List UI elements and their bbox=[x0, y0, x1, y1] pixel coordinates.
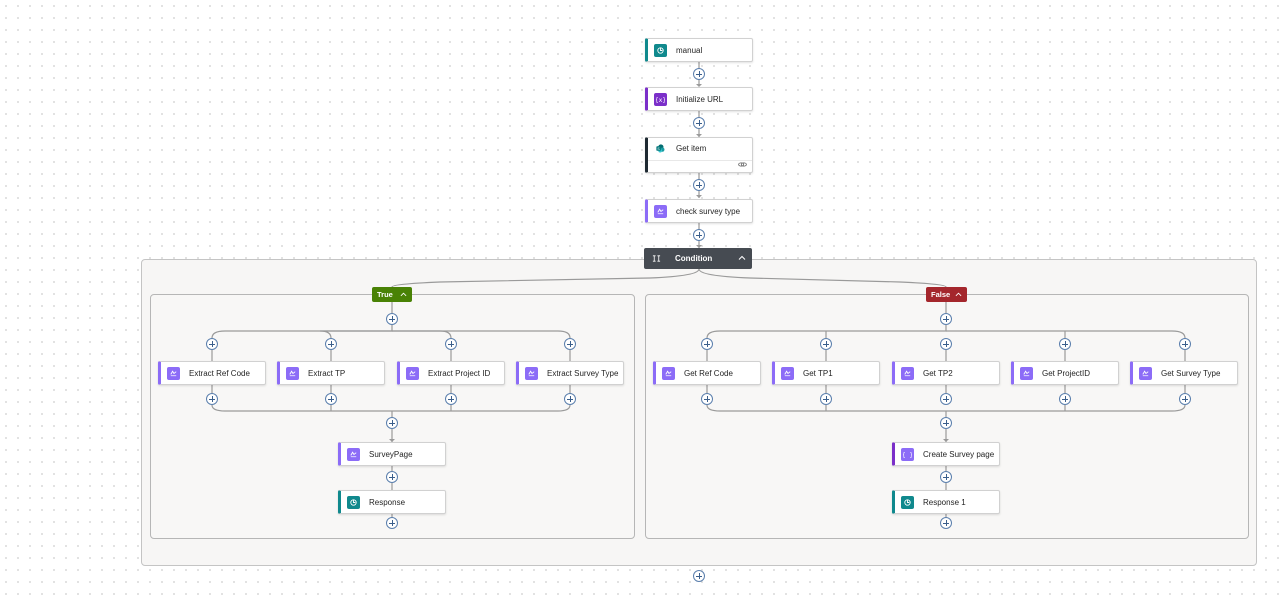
compose-icon bbox=[654, 204, 667, 218]
get-survey-type-card[interactable]: Get Survey Type bbox=[1130, 361, 1238, 385]
insert-step-button[interactable] bbox=[564, 393, 576, 405]
insert-step-button[interactable] bbox=[1179, 393, 1191, 405]
insert-step-button[interactable] bbox=[820, 338, 832, 350]
insert-step-button[interactable] bbox=[940, 471, 952, 483]
svg-text:S: S bbox=[657, 147, 660, 151]
chevron-up-icon[interactable] bbox=[738, 254, 746, 262]
extract-ref-code-card[interactable]: Extract Ref Code bbox=[158, 361, 266, 385]
response-icon bbox=[347, 495, 360, 509]
compose-icon bbox=[167, 366, 180, 380]
condition-icon bbox=[652, 255, 661, 262]
extract-project-id-card[interactable]: Extract Project ID bbox=[397, 361, 505, 385]
insert-step-button[interactable] bbox=[325, 338, 337, 350]
variable-icon: {x} bbox=[654, 92, 667, 106]
insert-step-button[interactable] bbox=[325, 393, 337, 405]
card-divider bbox=[648, 160, 752, 161]
link-icon[interactable] bbox=[738, 160, 747, 169]
action-label: Response 1 bbox=[923, 497, 966, 507]
insert-step-button[interactable] bbox=[693, 117, 705, 129]
insert-step-button[interactable] bbox=[1059, 338, 1071, 350]
request-trigger-icon bbox=[654, 43, 667, 57]
action-label: SurveyPage bbox=[369, 449, 413, 459]
extract-tp-card[interactable]: Extract TP bbox=[277, 361, 385, 385]
action-label: Get Survey Type bbox=[1161, 368, 1221, 378]
chevron-up-icon[interactable] bbox=[955, 291, 962, 298]
compose-icon bbox=[662, 366, 675, 380]
insert-step-button[interactable] bbox=[1179, 338, 1191, 350]
surveypage-card[interactable]: SurveyPage bbox=[338, 442, 446, 466]
get-projectid-card[interactable]: Get ProjectID bbox=[1011, 361, 1119, 385]
trigger-manual-card[interactable]: manual bbox=[645, 38, 753, 62]
insert-step-button[interactable] bbox=[445, 393, 457, 405]
get-ref-code-card[interactable]: Get Ref Code bbox=[653, 361, 761, 385]
initialize-url-card[interactable]: {x} Initialize URL bbox=[645, 87, 753, 111]
get-tp1-card[interactable]: Get TP1 bbox=[772, 361, 880, 385]
insert-step-button[interactable] bbox=[386, 517, 398, 529]
check-survey-type-card[interactable]: check survey type bbox=[645, 199, 753, 223]
condition-header[interactable]: Condition bbox=[644, 248, 752, 269]
compose-icon bbox=[525, 366, 538, 380]
condition-label: Condition bbox=[675, 254, 713, 263]
response-icon bbox=[901, 495, 914, 509]
insert-step-button[interactable] bbox=[1059, 393, 1071, 405]
get-tp2-card[interactable]: Get TP2 bbox=[892, 361, 1000, 385]
response-1-card[interactable]: Response 1 bbox=[892, 490, 1000, 514]
insert-step-button[interactable] bbox=[693, 68, 705, 80]
insert-step-button[interactable] bbox=[940, 417, 952, 429]
insert-step-button[interactable] bbox=[386, 471, 398, 483]
create-survey-page-card[interactable]: { } Create Survey page bbox=[892, 442, 1000, 466]
insert-step-button[interactable] bbox=[693, 229, 705, 241]
insert-step-button[interactable] bbox=[701, 338, 713, 350]
step-label: Get item bbox=[676, 144, 707, 153]
insert-step-button[interactable] bbox=[940, 313, 952, 325]
false-branch-badge[interactable]: False bbox=[926, 287, 967, 302]
sharepoint-icon: S bbox=[654, 142, 667, 155]
compose-icon bbox=[1139, 366, 1152, 380]
action-label: Get TP1 bbox=[803, 368, 833, 378]
insert-step-button[interactable] bbox=[693, 179, 705, 191]
step-label: check survey type bbox=[676, 206, 741, 216]
insert-step-button[interactable] bbox=[693, 570, 705, 582]
insert-step-button[interactable] bbox=[701, 393, 713, 405]
chevron-up-icon[interactable] bbox=[400, 291, 407, 298]
insert-step-button[interactable] bbox=[445, 338, 457, 350]
action-label: Extract TP bbox=[308, 368, 346, 378]
action-label: Get ProjectID bbox=[1042, 368, 1091, 378]
svg-text:{ }: { } bbox=[903, 451, 912, 458]
compose-icon bbox=[406, 366, 419, 380]
trigger-label: manual bbox=[676, 45, 703, 55]
variable-icon: { } bbox=[901, 447, 914, 461]
insert-step-button[interactable] bbox=[564, 338, 576, 350]
action-label: Response bbox=[369, 497, 406, 507]
insert-step-button[interactable] bbox=[940, 517, 952, 529]
extract-survey-type-card[interactable]: Extract Survey Type bbox=[516, 361, 624, 385]
insert-step-button[interactable] bbox=[940, 393, 952, 405]
insert-step-button[interactable] bbox=[206, 338, 218, 350]
compose-icon bbox=[347, 447, 360, 461]
action-label: Extract Ref Code bbox=[189, 368, 250, 378]
compose-icon bbox=[1020, 366, 1033, 380]
insert-step-button[interactable] bbox=[386, 313, 398, 325]
compose-icon bbox=[901, 366, 914, 380]
action-label: Get TP2 bbox=[923, 368, 953, 378]
true-branch-badge[interactable]: True bbox=[372, 287, 412, 302]
false-branch-label: False bbox=[931, 290, 951, 299]
compose-icon bbox=[781, 366, 794, 380]
svg-text:{x}: {x} bbox=[656, 96, 665, 103]
insert-step-button[interactable] bbox=[386, 417, 398, 429]
get-item-card[interactable]: S Get item bbox=[645, 137, 753, 173]
insert-step-button[interactable] bbox=[940, 338, 952, 350]
action-label: Create Survey page bbox=[923, 449, 995, 459]
step-label: Initialize URL bbox=[676, 94, 724, 104]
action-label: Extract Project ID bbox=[428, 368, 491, 378]
action-label: Get Ref Code bbox=[684, 368, 733, 378]
insert-step-button[interactable] bbox=[206, 393, 218, 405]
compose-icon bbox=[286, 366, 299, 380]
response-card[interactable]: Response bbox=[338, 490, 446, 514]
action-label: Extract Survey Type bbox=[547, 368, 619, 378]
insert-step-button[interactable] bbox=[820, 393, 832, 405]
true-branch-label: True bbox=[377, 290, 393, 299]
